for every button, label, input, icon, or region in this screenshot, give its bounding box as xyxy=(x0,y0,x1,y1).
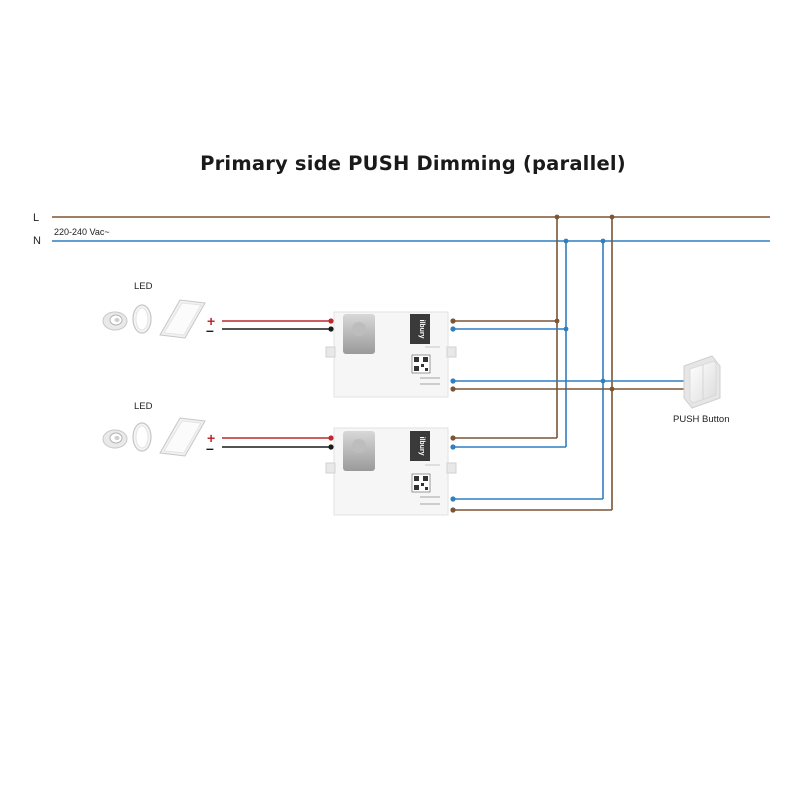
driver-2-minus-sign: – xyxy=(206,440,214,456)
line-label: L xyxy=(33,212,39,224)
push-button-label: PUSH Button xyxy=(673,414,730,425)
driver-1: ilbury xyxy=(325,311,457,398)
led-1-square-panel-icon xyxy=(159,299,206,339)
led-2-round-panel-icon xyxy=(132,422,152,452)
push-button-device xyxy=(683,355,721,409)
brand-label xyxy=(410,431,430,461)
brand-label xyxy=(410,314,430,344)
led-1-downlight-icon xyxy=(102,311,128,331)
svg-text:ilbury: ilbury xyxy=(418,319,425,338)
led-1-round-panel-icon xyxy=(132,304,152,334)
driver-2-plus-sign: + xyxy=(207,430,215,446)
neutral-label: N xyxy=(33,235,41,247)
led-2-downlight-icon xyxy=(102,429,128,449)
driver-2: ilbury xyxy=(325,427,457,516)
driver-1-minus-sign: – xyxy=(206,322,214,338)
led-1-label: LED xyxy=(134,281,153,292)
led-2-label: LED xyxy=(134,401,153,412)
diagram-title: Primary side PUSH Dimming (parallel) xyxy=(200,152,626,175)
driver-1-plus-sign: + xyxy=(207,313,215,329)
led-2-square-panel-icon xyxy=(159,417,206,457)
voltage-label: 220-240 Vac~ xyxy=(54,227,110,237)
svg-text:ilbury: ilbury xyxy=(418,436,425,455)
